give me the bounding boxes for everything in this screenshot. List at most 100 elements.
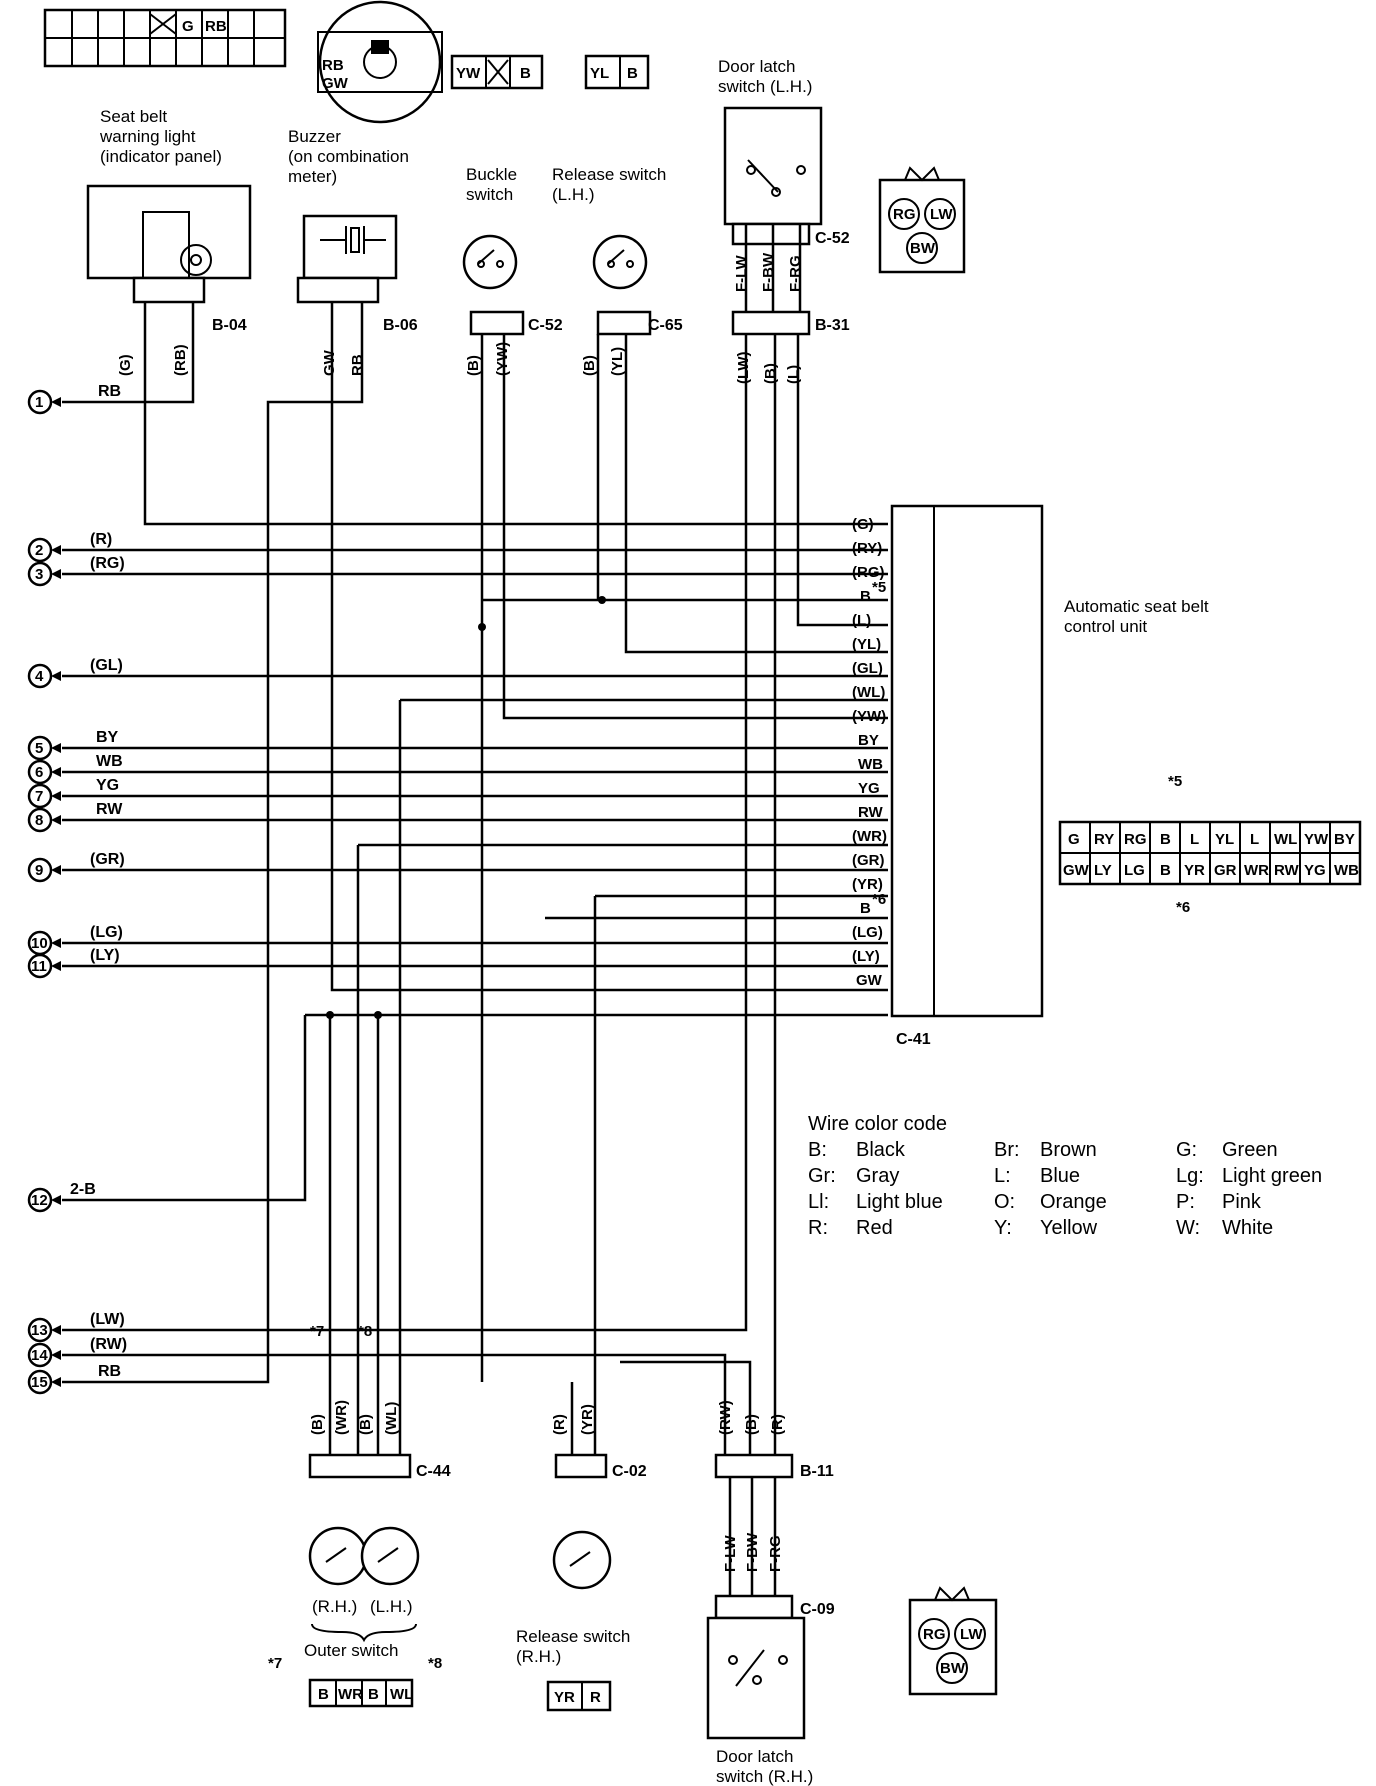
wire-label: (B) xyxy=(762,363,779,384)
pin-label: B xyxy=(627,65,638,82)
svg-text:LW: LW xyxy=(960,1626,983,1643)
svg-text:5: 5 xyxy=(35,740,43,757)
svg-text:7: 7 xyxy=(35,788,43,805)
svg-text:(WR): (WR) xyxy=(333,1400,350,1435)
buzzer: Buzzer (on combination meter) B-06 GW RB xyxy=(288,127,418,376)
svg-text:Yellow: Yellow xyxy=(1040,1217,1098,1239)
svg-text:WB: WB xyxy=(1334,862,1359,879)
svg-text:2-B: 2-B xyxy=(70,1181,96,1198)
svg-text:L: L xyxy=(1250,831,1259,848)
svg-text:Light blue: Light blue xyxy=(856,1191,943,1213)
wire-color-legend: Wire color code B:Black Br:Brown G:Green… xyxy=(808,1113,1322,1239)
component-title: Seat belt xyxy=(100,107,167,126)
pin-label: RB xyxy=(322,57,344,74)
svg-text:Gr:: Gr: xyxy=(808,1165,836,1187)
component-title: meter) xyxy=(288,167,337,186)
svg-text:G: G xyxy=(1068,831,1080,848)
svg-text:(RY): (RY) xyxy=(852,540,882,557)
svg-text:Light green: Light green xyxy=(1222,1165,1322,1187)
component-title: Door latch xyxy=(718,57,795,76)
component-title: (on combination xyxy=(288,147,409,166)
svg-text:L:: L: xyxy=(994,1165,1011,1187)
connector-face-c41: G RY RG B L YL L WL YW BY GW LY LG B YR … xyxy=(1058,773,1362,916)
connector-face-latch-top: RG LW BW xyxy=(878,166,966,274)
wire-label: (B) xyxy=(581,355,598,376)
terminal-6: 6WB xyxy=(27,753,123,785)
pin-label: G xyxy=(182,18,194,35)
svg-text:*6: *6 xyxy=(872,891,886,908)
svg-text:RY: RY xyxy=(1094,831,1114,848)
release-switch-rh: (R) (YR) C-02 Release switch (R.H.) xyxy=(516,1404,647,1666)
svg-text:WB: WB xyxy=(858,756,883,773)
svg-text:B:: B: xyxy=(808,1139,827,1161)
pin-label: RG xyxy=(893,206,916,223)
connector-face-latch-bottom: RG LW BW xyxy=(908,1586,998,1696)
svg-text:(R): (R) xyxy=(551,1414,568,1435)
terminal-12: 12 2-B xyxy=(27,1181,96,1213)
component-title: (indicator panel) xyxy=(100,147,222,166)
wire-label: (RB) xyxy=(172,344,189,376)
svg-text:12: 12 xyxy=(31,1192,48,1209)
svg-text:(RW): (RW) xyxy=(90,1336,127,1353)
svg-text:RB: RB xyxy=(98,383,121,400)
svg-text:(WR): (WR) xyxy=(852,828,887,845)
svg-text:(B): (B) xyxy=(309,1414,326,1435)
component-title: switch (L.H.) xyxy=(718,77,812,96)
svg-text:B: B xyxy=(860,588,871,605)
svg-text:Brown: Brown xyxy=(1040,1139,1097,1161)
svg-text:Lg:: Lg: xyxy=(1176,1165,1204,1187)
component-title: Door latch xyxy=(716,1747,793,1766)
svg-text:GW: GW xyxy=(1063,862,1090,879)
left-terminals: 1RB 2(R) 3(RG) 4(GL) 5BY 6WB 7YG 8RW 9(G… xyxy=(27,383,127,1395)
terminal-7: 7YG xyxy=(27,777,119,809)
svg-text:(LG): (LG) xyxy=(90,924,123,941)
svg-text:3: 3 xyxy=(35,566,43,583)
wire-label: (G) xyxy=(117,354,134,376)
svg-text:*7: *7 xyxy=(310,1323,324,1340)
connector-label: C-65 xyxy=(648,317,683,334)
terminal-8: 8RW xyxy=(27,801,123,833)
svg-text:Pink: Pink xyxy=(1222,1191,1262,1213)
svg-text:4: 4 xyxy=(35,668,44,685)
terminal-13: 13(LW) xyxy=(27,1311,125,1343)
svg-text:YL: YL xyxy=(1215,831,1234,848)
buckle-switch: Buckle switch C-52 (B) (YW) xyxy=(462,165,563,376)
connector-label: B-06 xyxy=(383,317,418,334)
svg-text:14: 14 xyxy=(31,1347,48,1364)
terminal-3: 3(RG) xyxy=(27,555,125,587)
svg-text:YG: YG xyxy=(1304,862,1326,879)
component-title: (L.H.) xyxy=(552,185,595,204)
outer-switch: (B) (WR) (B) (WL) *7 *8 C-44 (R.H.) (L.H… xyxy=(304,1323,451,1660)
connector-label: B-04 xyxy=(212,317,247,334)
svg-text:11: 11 xyxy=(31,958,47,975)
svg-text:Y:: Y: xyxy=(994,1217,1012,1239)
wire-label: F-RG xyxy=(787,255,804,292)
svg-text:*8: *8 xyxy=(358,1323,372,1340)
svg-text:B: B xyxy=(318,1686,329,1703)
svg-text:WR: WR xyxy=(1244,862,1269,879)
terminal-14: 14 (RW) xyxy=(27,1336,127,1368)
wire-label: (L) xyxy=(785,365,802,384)
svg-text:B: B xyxy=(860,900,871,917)
terminal-4: 4(GL) xyxy=(27,657,123,689)
svg-text:(LW): (LW) xyxy=(90,1311,125,1328)
svg-text:(RG): (RG) xyxy=(852,564,885,581)
svg-text:(YW): (YW) xyxy=(852,708,886,725)
svg-text:1: 1 xyxy=(35,394,43,411)
svg-text:RW: RW xyxy=(858,804,884,821)
svg-text:(YL): (YL) xyxy=(852,636,881,653)
svg-text:B: B xyxy=(1160,862,1171,879)
svg-text:(LY): (LY) xyxy=(852,948,880,965)
svg-text:BY: BY xyxy=(1334,831,1355,848)
component-title: (R.H.) xyxy=(516,1647,561,1666)
automatic-seat-belt-control-unit: Automatic seat belt control unit C-41 (G… xyxy=(852,504,1209,1048)
svg-text:WR: WR xyxy=(338,1686,363,1703)
release-switch-lh: Release switch (L.H.) C-65 (B) (YL) xyxy=(552,165,683,376)
component-title: Release switch xyxy=(552,165,666,184)
terminal-5: 5BY xyxy=(27,729,119,761)
pin-label: RB xyxy=(205,18,227,35)
terminal-11: 11(LY) xyxy=(27,947,120,979)
svg-text:6: 6 xyxy=(35,764,43,781)
terminal-2: 2(R) xyxy=(27,531,112,563)
svg-text:*5: *5 xyxy=(872,579,886,596)
